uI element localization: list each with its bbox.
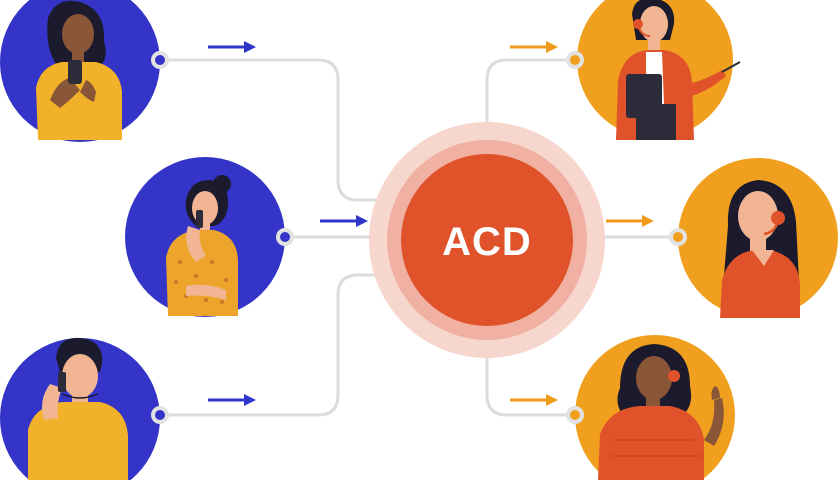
caller-1-node xyxy=(151,51,169,69)
agent-3-node xyxy=(566,406,584,424)
agent-1-node xyxy=(566,51,584,69)
person-on-phone-icon xyxy=(166,175,238,316)
agent-2 xyxy=(669,158,838,318)
connector-lines xyxy=(158,58,680,417)
arrow-right-icon xyxy=(208,41,256,53)
hub-label: ACD xyxy=(442,220,532,264)
caller-3-node xyxy=(151,406,169,424)
connector-caller-1 xyxy=(158,58,402,202)
person-with-smartphone-icon xyxy=(36,0,122,140)
headset-agent-icon xyxy=(720,180,800,318)
caller-3 xyxy=(0,337,169,480)
arrow-right-icon xyxy=(320,215,368,227)
person-on-phone-icon xyxy=(28,337,128,480)
caller-2-node xyxy=(276,228,294,246)
caller-1 xyxy=(0,0,169,142)
agent-1 xyxy=(566,0,741,140)
arrow-right-icon xyxy=(208,394,256,406)
arrow-right-icon xyxy=(510,394,558,406)
arrow-right-icon xyxy=(606,215,654,227)
arrow-right-icon xyxy=(510,41,558,53)
headset-agent-waving-icon xyxy=(598,344,724,480)
hub-core xyxy=(401,154,573,326)
agent-3 xyxy=(566,335,735,480)
agent-2-node xyxy=(669,228,687,246)
headset-agent-presenting-icon xyxy=(616,0,741,140)
caller-2 xyxy=(125,157,294,317)
flow-arrows xyxy=(208,41,654,406)
connector-agent-3 xyxy=(485,323,577,417)
acd-hub: ACD xyxy=(369,122,605,358)
connector-agent-1 xyxy=(485,58,577,152)
connector-caller-3 xyxy=(158,273,402,417)
